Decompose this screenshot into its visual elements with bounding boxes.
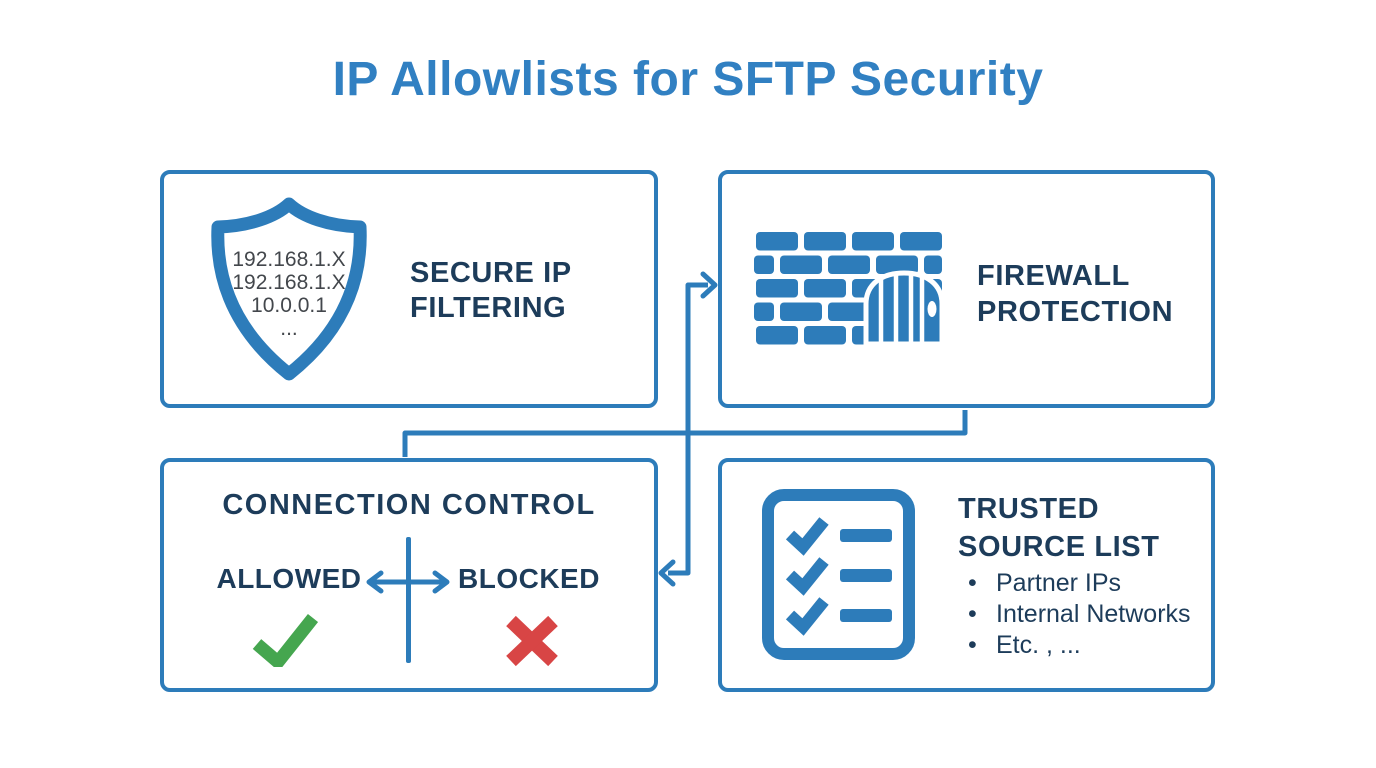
trusted-source-box: TRUSTED SOURCE LIST Partner IPs Internal… [718,458,1215,692]
arrowhead-left-icon [658,559,676,587]
cross-icon [506,615,558,667]
shield-ip-line: 192.168.1.X [232,271,346,294]
list-item: Etc. , ... [966,630,1191,661]
connector-firewall-to-control [402,410,968,457]
secure-ip-heading: SECURE IP FILTERING [410,257,572,324]
checkmark-icon [252,613,318,667]
shield-ip-line: 192.168.1.X [232,248,346,271]
shield-ip-line: 10.0.0.1 [251,294,327,317]
connection-control-box: CONNECTION CONTROL ALLOWED BLOCKED [160,458,658,692]
trusted-source-list: Partner IPs Internal Networks Etc. , ... [966,568,1191,661]
blocked-label: BLOCKED [458,563,600,594]
checklist-icon [762,489,915,660]
double-arrow-icon [366,570,450,594]
gate-handle [927,301,937,317]
connector-shield-to-firewall-to-control [668,282,708,576]
firewall-icon [754,232,944,345]
gate-slats [878,273,925,344]
shield-icon [211,197,367,381]
brick-wall [754,232,942,345]
allowed-label: ALLOWED [216,563,362,594]
shield-ip-list: 192.168.1.X 192.168.1.X 10.0.0.1 ... [203,248,375,340]
page-title: IP Allowlists for SFTP Security [332,53,1044,106]
list-item: Partner IPs [966,568,1191,599]
secure-ip-filtering-box: 192.168.1.X 192.168.1.X 10.0.0.1 ... SEC… [160,170,658,408]
list-item: Internal Networks [966,599,1191,630]
firewall-heading: FIREWALL PROTECTION [977,260,1174,328]
firewall-protection-box: FIREWALL PROTECTION [718,170,1215,408]
shield-ip-line: ... [280,317,298,340]
arrowhead-right-icon [700,271,718,299]
connection-control-heading: CONNECTION CONTROL [222,489,596,521]
trusted-source-heading: TRUSTED SOURCE LIST [958,493,1160,563]
divider-line [406,537,411,663]
